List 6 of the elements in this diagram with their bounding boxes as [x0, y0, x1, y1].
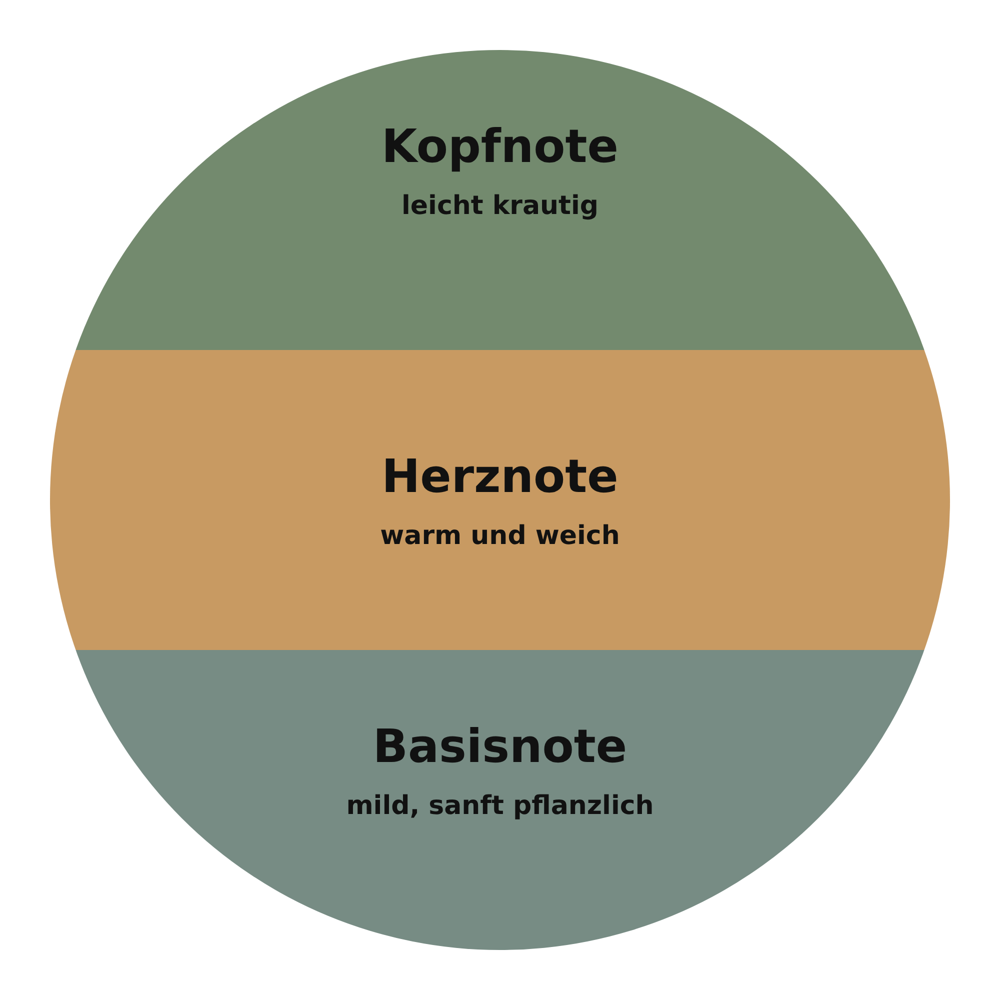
note-description: leicht krautig [402, 191, 598, 221]
note-description: warm und weich [380, 521, 620, 551]
note-heading: Basisnote [372, 719, 628, 773]
note-heading: Herznote [382, 449, 618, 503]
note-heading: Kopfnote [382, 119, 618, 173]
note-description: mild, sanft pflanzlich [346, 791, 654, 821]
